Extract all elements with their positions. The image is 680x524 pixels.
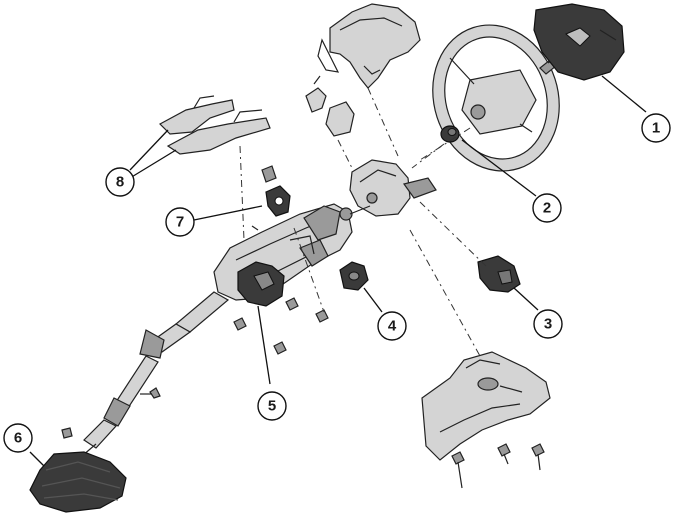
retaining-clip <box>261 165 291 217</box>
callout-label: 2 <box>543 200 551 217</box>
steering-wheel <box>432 24 560 172</box>
callout-label: 3 <box>544 316 552 333</box>
ignition-lock-cylinder <box>339 261 369 291</box>
alignment-lines <box>239 87 489 357</box>
steering-lock-housing <box>237 261 285 307</box>
callout-label: 4 <box>388 318 397 335</box>
callout-1: 1 <box>641 113 671 143</box>
combination-switch <box>477 255 521 293</box>
callout-6: 6 <box>3 423 33 453</box>
intermediate-shaft <box>61 291 230 457</box>
callout-label: 7 <box>176 214 184 231</box>
callout-label: 5 <box>268 398 276 415</box>
column-fasteners <box>140 225 329 399</box>
callout-2: 2 <box>532 193 562 223</box>
callout-5: 5 <box>257 391 287 421</box>
callout-label: 1 <box>652 120 660 137</box>
callout-3: 3 <box>533 309 563 339</box>
steering-column-brackets <box>159 95 271 155</box>
callout-7: 7 <box>165 207 195 237</box>
airbag-module <box>533 3 625 81</box>
steering-column-boot <box>29 451 127 513</box>
callout-8: 8 <box>105 167 135 197</box>
callout-4: 4 <box>377 311 407 341</box>
callout-label: 6 <box>14 430 22 447</box>
lower-shroud-screws <box>451 443 545 489</box>
steering-shaft-nut <box>440 125 460 143</box>
clock-spring-switch-assembly <box>349 159 437 217</box>
lower-steering-column-shroud <box>421 351 551 461</box>
callout-leaders <box>29 75 647 467</box>
ignition-switch-parts <box>305 75 355 137</box>
callout-label: 8 <box>116 174 124 191</box>
upper-steering-column-shroud <box>317 3 421 89</box>
